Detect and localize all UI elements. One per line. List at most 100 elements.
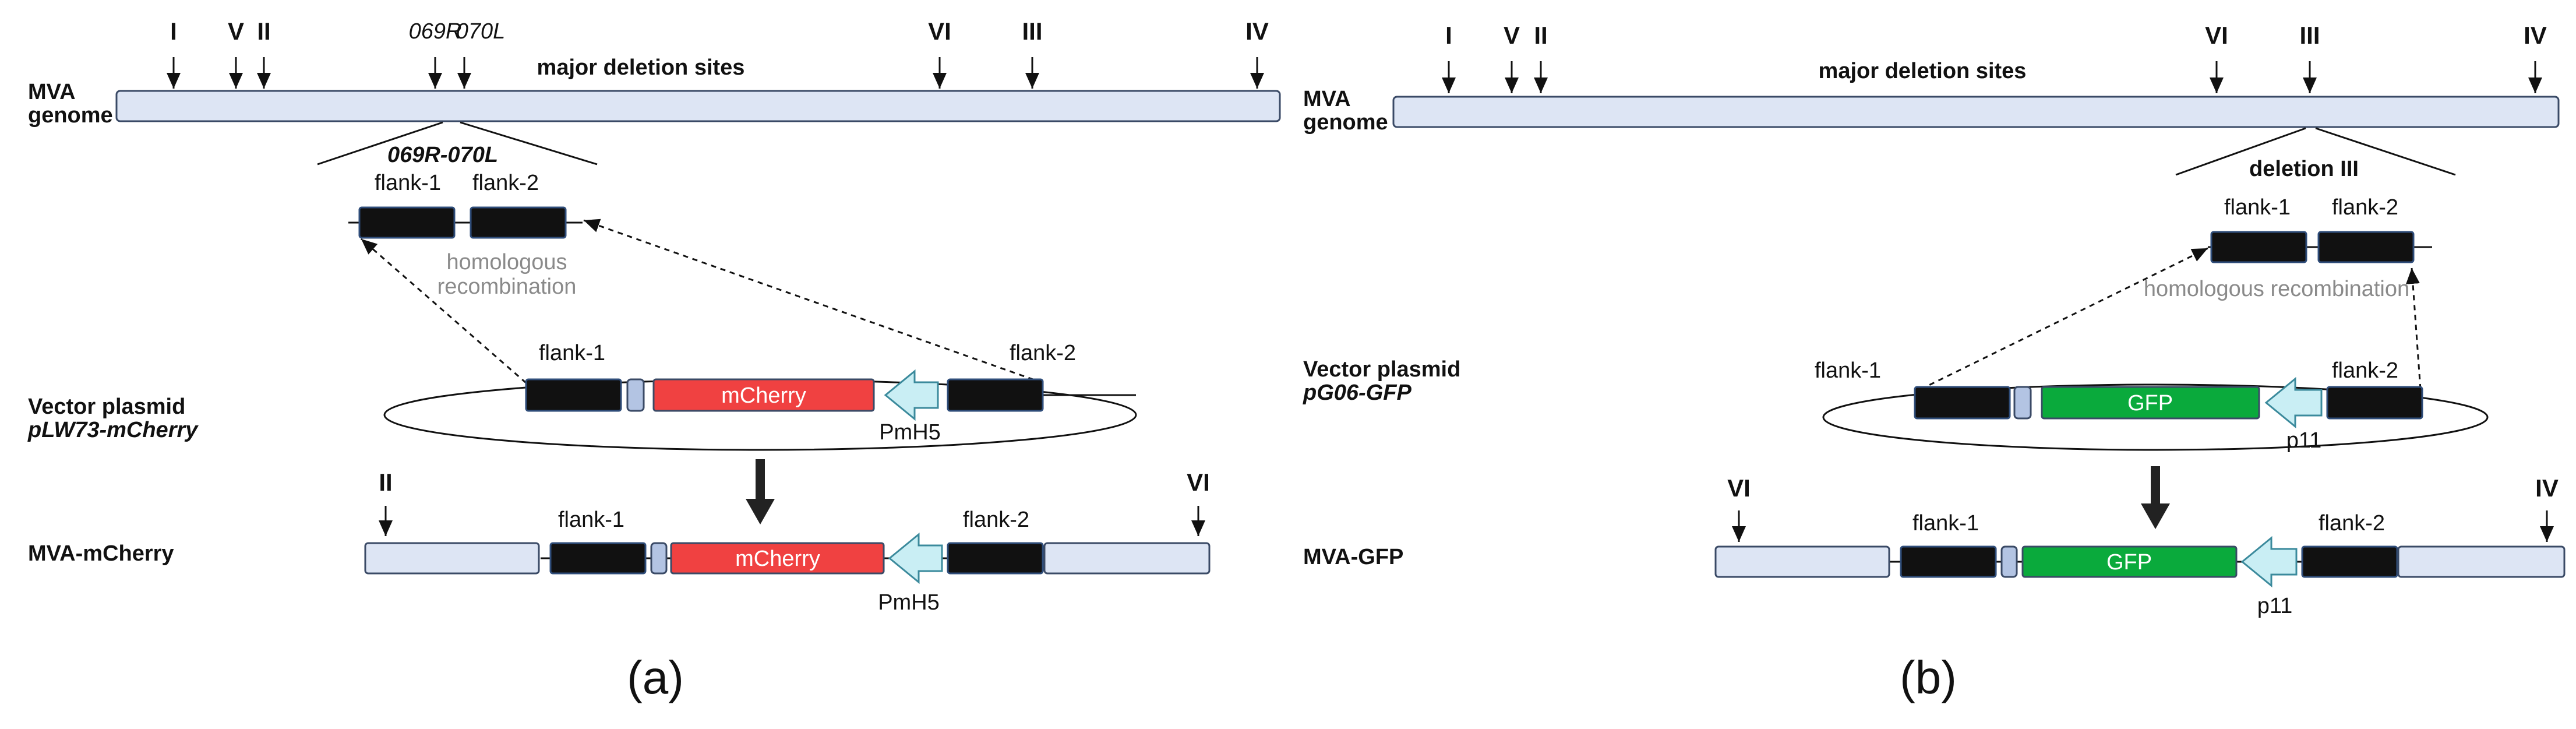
zoom-line-right xyxy=(2315,127,2456,176)
product-left-site: VI xyxy=(1727,474,1751,502)
plasmid-flank1-label: flank-1 xyxy=(539,341,605,365)
major-deletion-label: major deletion sites xyxy=(537,55,745,80)
product-promoter-label: p11 xyxy=(2257,594,2293,618)
panel-tag-b: (b) xyxy=(1900,651,1957,703)
mva-genome-bar xyxy=(115,90,1281,122)
recombination-label-line2: recombination xyxy=(437,274,577,299)
promoter-arrow-icon xyxy=(888,532,943,584)
product-right-genome xyxy=(1043,542,1211,575)
vector-name: pG06-GFP xyxy=(1303,381,1411,405)
site-label-III: III xyxy=(1022,17,1042,45)
site-label-II: II xyxy=(257,17,270,45)
product-flank1-box xyxy=(549,542,647,575)
product-left-genome xyxy=(1714,545,1890,578)
locus-flank2-label: flank-2 xyxy=(472,171,539,195)
product-right-genome xyxy=(2397,545,2566,578)
plasmid-flank1-box xyxy=(525,378,622,412)
site-label-I: I xyxy=(170,17,177,45)
mva-genome-bar xyxy=(1392,96,2560,128)
product-marker-box xyxy=(2000,545,2018,578)
product-marker-box xyxy=(650,542,668,575)
product-label: MVA-mCherry xyxy=(28,541,174,566)
site-label-VI: VI xyxy=(2205,22,2228,49)
product-flank1-label: flank-1 xyxy=(1912,511,1979,536)
site-label-V: V xyxy=(228,17,244,45)
product-left-genome xyxy=(364,542,540,575)
plasmid-marker-box xyxy=(626,378,645,412)
recombination-label-line1: homologous xyxy=(446,250,567,274)
down-arrow-icon xyxy=(1732,510,2554,542)
genome-label-line2: genome xyxy=(28,103,113,128)
site-label-070L: 070L xyxy=(456,19,506,44)
plasmid-promoter-label: PmH5 xyxy=(879,420,941,445)
product-gene-box xyxy=(2021,545,2238,578)
product-flank2-label: flank-2 xyxy=(2319,511,2385,536)
product-left-site: II xyxy=(379,469,392,496)
product-flank1-label: flank-1 xyxy=(558,508,624,532)
recombination-arrow-left xyxy=(1920,247,2208,390)
promoter-arrow-icon xyxy=(884,369,939,421)
insertion-site-label: deletion III xyxy=(2249,157,2359,181)
product-flank1-box xyxy=(1900,545,1997,578)
plasmid-flank2-box xyxy=(2326,386,2423,420)
plasmid-flank1-box xyxy=(1914,386,2011,420)
recombination-arrow-right xyxy=(2405,267,2422,390)
insertion-site-label: 069R-070L xyxy=(387,143,498,167)
product-gene-box xyxy=(670,542,885,575)
site-label-VI: VI xyxy=(928,17,951,45)
plasmid-gene-box xyxy=(2041,386,2260,420)
plasmid-flank2-label: flank-2 xyxy=(1010,341,1076,365)
plasmid-flank2-box xyxy=(947,378,1044,412)
panel-tag-a: (a) xyxy=(627,651,684,703)
down-arrow-icon xyxy=(2141,503,2170,529)
down-arrow-icon xyxy=(379,506,1205,536)
plasmid-flank1-label: flank-1 xyxy=(1815,358,1881,383)
vector-label: Vector plasmid xyxy=(1303,357,1460,382)
product-gene-label: mCherry xyxy=(735,547,820,571)
promoter-arrow-icon xyxy=(2240,536,2298,588)
locus-flank1-label: flank-1 xyxy=(375,171,441,195)
zoom-line-left xyxy=(2175,127,2306,176)
plasmid-flank2-label: flank-2 xyxy=(2332,358,2398,383)
product-promoter-label: PmH5 xyxy=(878,590,940,615)
locus-flank2-box xyxy=(2317,231,2415,263)
site-label-IV: IV xyxy=(2524,22,2547,49)
product-flank2-box xyxy=(2301,545,2398,578)
down-arrow-icon xyxy=(1442,61,2542,93)
vector-name: pLW73-mCherry xyxy=(27,418,199,442)
product-right-site: IV xyxy=(2535,474,2559,502)
locus-flank1-box xyxy=(2210,231,2307,263)
plasmid-gene-label: GFP xyxy=(2127,391,2173,415)
locus-flank2-box xyxy=(470,206,567,239)
genome-label-line1: MVA xyxy=(28,80,76,104)
vector-label: Vector plasmid xyxy=(28,395,185,419)
site-label-V: V xyxy=(1504,22,1520,49)
panel-b: I V II VI III IV major deletion sites MV… xyxy=(1303,22,2566,703)
site-label-IV: IV xyxy=(1245,17,1269,45)
product-right-site: VI xyxy=(1187,469,1210,496)
down-arrow-icon xyxy=(746,499,775,524)
promoter-arrow-icon xyxy=(2264,376,2323,429)
product-flank2-box xyxy=(947,542,1044,575)
locus-flank1-box xyxy=(358,206,456,239)
site-label-I: I xyxy=(1445,22,1452,49)
recombination-label: homologous recombination xyxy=(2144,277,2409,301)
recombination-arrow-left xyxy=(361,238,527,384)
plasmid-gene-box xyxy=(652,378,875,412)
genome-label-line2: genome xyxy=(1303,110,1388,135)
recombination-arrow-right xyxy=(583,219,1043,384)
major-deletion-label: major deletion sites xyxy=(1819,59,2027,83)
product-flank2-label: flank-2 xyxy=(963,508,1029,532)
site-label-II: II xyxy=(1534,22,1547,49)
site-label-069R: 069R xyxy=(409,19,462,44)
plasmid-marker-box xyxy=(2013,386,2032,420)
plasmid-promoter-label: p11 xyxy=(2286,428,2322,453)
plasmid-gene-label: mCherry xyxy=(721,383,806,408)
panel-a: I V II 069R 070L VI III IV major deletio… xyxy=(27,17,1281,703)
product-label: MVA-GFP xyxy=(1303,545,1403,569)
down-arrow-icon xyxy=(167,57,1264,89)
locus-flank1-label: flank-1 xyxy=(2224,195,2291,220)
site-label-III: III xyxy=(2299,22,2320,49)
product-gene-label: GFP xyxy=(2106,550,2152,575)
